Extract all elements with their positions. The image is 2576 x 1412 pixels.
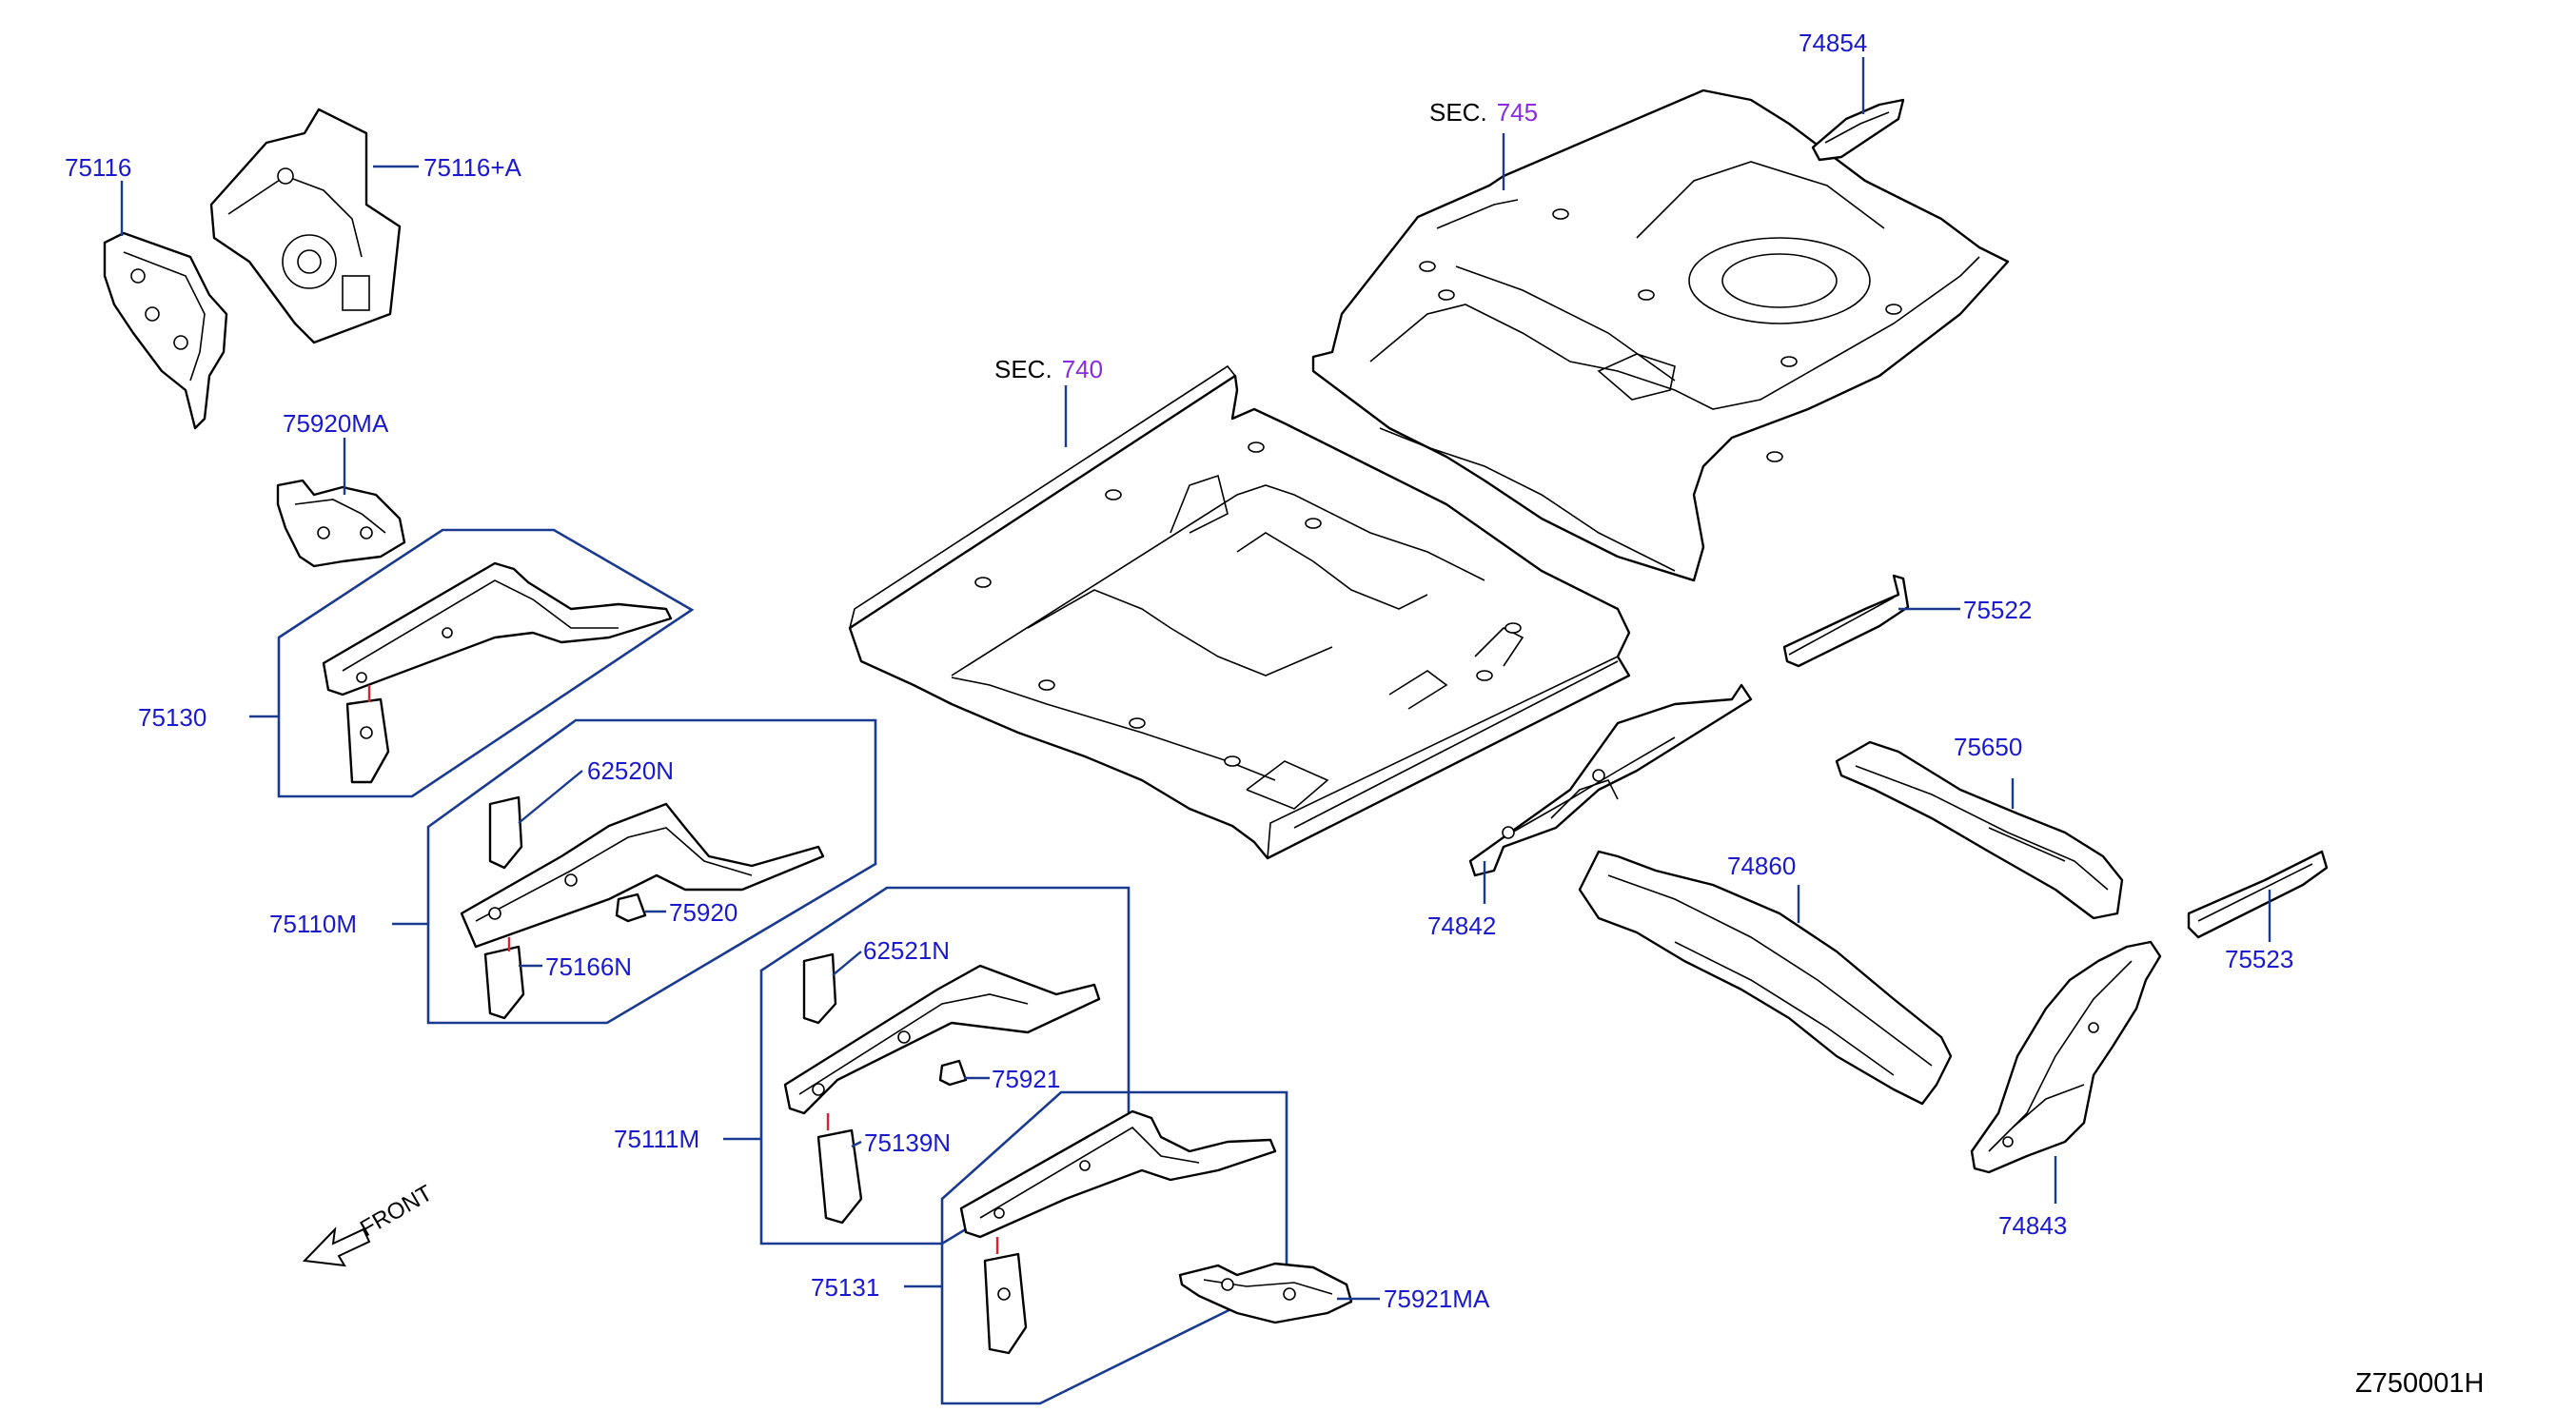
part-75116-a <box>209 108 402 344</box>
leader-62521n <box>832 951 862 976</box>
section-ref-740: SEC. 740 <box>994 357 1103 382</box>
leader-75139n <box>851 1140 862 1148</box>
label-75166n: 75166N <box>545 952 633 981</box>
part-75111m <box>783 952 1101 1225</box>
section-prefix: SEC. <box>994 355 1052 383</box>
label-62521n: 62521N <box>863 936 951 965</box>
label-75131: 75131 <box>811 1273 880 1302</box>
frame-75131 <box>940 1090 1288 1405</box>
part-75131 <box>959 1109 1277 1355</box>
label-75110m: 75110M <box>269 910 358 938</box>
label-75522: 75522 <box>1963 596 2033 624</box>
part-75920-shape <box>615 892 647 923</box>
part-75166n-shape <box>483 945 525 1020</box>
label-74843: 74843 <box>1998 1211 2068 1240</box>
label-75650: 75650 <box>1954 733 2023 761</box>
label-75920: 75920 <box>669 898 738 927</box>
front-arrow-icon <box>302 1226 371 1267</box>
label-75111m: 75111M <box>614 1125 700 1153</box>
label-75116-a: 75116+A <box>423 153 521 182</box>
label-74860: 74860 <box>1727 852 1797 880</box>
frame-75130 <box>277 528 695 798</box>
diagram-code: Z750001H <box>2355 1368 2485 1399</box>
label-74842: 74842 <box>1427 912 1497 940</box>
part-74842 <box>1468 683 1753 877</box>
frame-75110M <box>426 718 877 1025</box>
part-75921-shape <box>938 1059 968 1087</box>
part-74860 <box>1578 850 1953 1106</box>
front-floor-panel <box>848 364 1631 860</box>
part-75110m <box>460 795 825 1020</box>
part-74854 <box>1811 98 1905 162</box>
section-prefix: SEC. <box>1429 98 1487 127</box>
leader-62520n <box>518 770 583 824</box>
part-75650 <box>1835 740 2124 920</box>
part-75139n-shape <box>816 1128 863 1225</box>
part-75116 <box>103 231 228 430</box>
label-75921ma: 75921MA <box>1384 1285 1490 1313</box>
part-75920ma <box>276 479 406 568</box>
label-75920ma: 75920MA <box>283 409 389 438</box>
part-75130 <box>322 561 673 784</box>
part-75523 <box>2187 850 2329 939</box>
section-number: 740 <box>1061 355 1104 383</box>
label-74854: 74854 <box>1799 29 1868 57</box>
section-number: 745 <box>1496 98 1539 127</box>
label-75116: 75116 <box>65 153 132 182</box>
part-75921ma <box>1178 1262 1353 1324</box>
rear-floor-panel <box>1311 88 2010 582</box>
label-75523: 75523 <box>2225 945 2294 973</box>
part-75522 <box>1782 574 1910 668</box>
label-62520n: 62520N <box>587 756 675 785</box>
section-ref-745: SEC. 745 <box>1429 100 1538 125</box>
label-75130: 75130 <box>138 703 207 732</box>
label-75139n: 75139N <box>864 1128 952 1157</box>
part-62520n-shape <box>488 795 523 870</box>
part-62521n-shape <box>802 952 837 1025</box>
part-74843 <box>1970 940 2162 1174</box>
label-75921: 75921 <box>992 1065 1061 1093</box>
